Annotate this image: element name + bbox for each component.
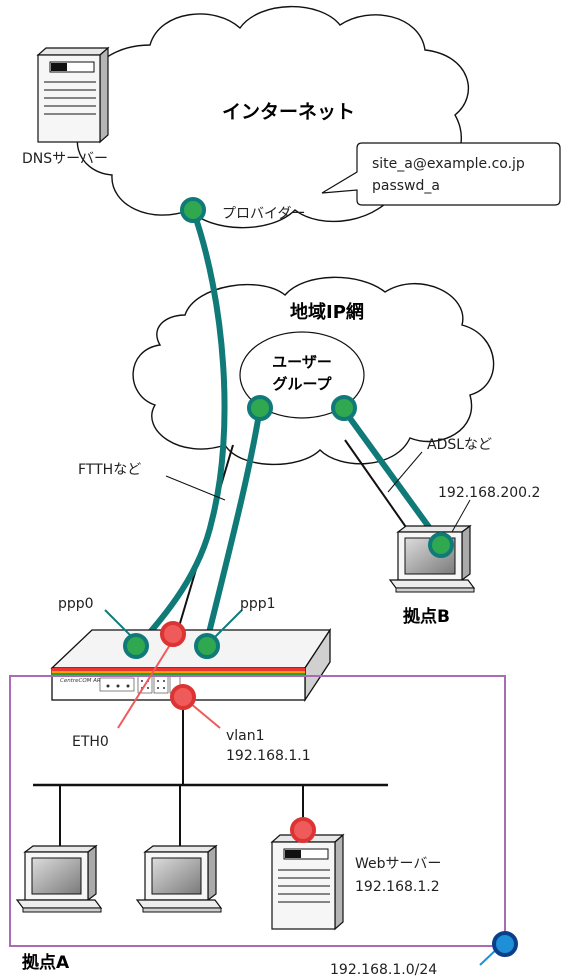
adsl-label: ADSLなど <box>427 437 492 453</box>
ftth-label: FTTHなど <box>78 462 141 478</box>
usergroup-endpoint-2 <box>331 395 357 421</box>
vlan1-label: vlan1 <box>226 728 265 744</box>
site-a-network: 192.168.1.0/24 <box>330 962 437 977</box>
tunnel-ppp1-line <box>203 405 263 648</box>
site-a-pc1-icon <box>15 844 103 913</box>
ppp0-endpoint <box>123 633 149 659</box>
router-icon: CentreCOM AR415S <box>50 627 332 703</box>
dns-server-icon <box>36 46 110 144</box>
provider-label: プロバイダー <box>222 206 305 222</box>
ftth-leader <box>165 475 226 501</box>
network-endpoint <box>492 931 518 957</box>
ppp1-leader <box>211 609 243 641</box>
site-b-endpoint <box>428 532 454 558</box>
internet-title: インターネット <box>222 101 355 123</box>
site-b-pc-icon <box>388 524 476 593</box>
user-group-label-line1: ユーザー <box>272 353 332 371</box>
vlan1-endpoint <box>170 684 196 710</box>
web-server-ip: 192.168.1.2 <box>355 879 440 895</box>
ppp0-label: ppp0 <box>58 596 94 612</box>
credentials-user: site_a@example.co.jp <box>372 156 525 172</box>
site-a-boundary <box>9 675 506 947</box>
router-brand: CentreCOM AR415S <box>60 678 115 684</box>
eth0-leader <box>117 639 174 729</box>
regional-ip-title: 地域IP網 <box>290 301 364 323</box>
web-server-endpoint <box>290 817 316 843</box>
web-server-icon <box>270 833 345 931</box>
vlan1-ip: 192.168.1.1 <box>226 748 311 764</box>
site-b-ip: 192.168.200.2 <box>438 485 540 501</box>
site-a-pc2-icon <box>135 844 223 913</box>
ppp1-label: ppp1 <box>240 596 276 612</box>
web-server-label: Webサーバー <box>355 856 441 872</box>
dns-server-label: DNSサーバー <box>22 151 108 167</box>
eth0-label: ETH0 <box>72 734 109 750</box>
eth0-endpoint <box>160 621 186 647</box>
adsl-line <box>344 439 416 541</box>
user-group-label-line2: グループ <box>272 375 332 393</box>
usergroup-endpoint-1 <box>247 395 273 421</box>
vlan1-leader <box>189 702 221 729</box>
adsl-leader <box>387 451 423 493</box>
site-b-ip-leader <box>451 499 471 533</box>
tunnel-site-b-line <box>341 407 445 548</box>
provider-endpoint <box>180 197 206 223</box>
site-a-label: 拠点A <box>22 952 70 973</box>
ppp1-endpoint <box>194 633 220 659</box>
user-group-ellipse <box>239 331 365 419</box>
credentials-callout <box>321 142 561 206</box>
credentials-password: passwd_a <box>372 178 440 194</box>
site-b-label: 拠点B <box>403 606 450 627</box>
